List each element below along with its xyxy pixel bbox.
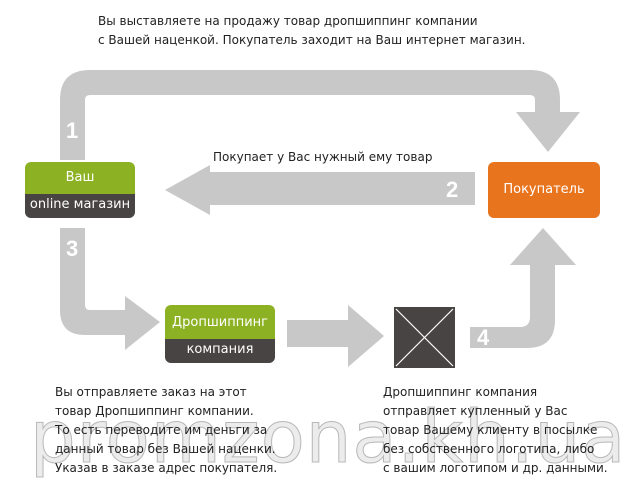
text-line: То есть переводите им деньги за: [55, 423, 268, 437]
text-line: с вашим логотипом и др. данными.: [383, 461, 608, 475]
buyer-box: Покупатель: [488, 162, 600, 218]
arrow-1: [60, 70, 580, 160]
text-line: товар Вашему клиенту в посылке: [383, 423, 598, 437]
top-line: Вы выставляете на продажу товар дропшипп…: [98, 14, 478, 28]
package-cross-icon: [394, 307, 455, 368]
dropship-box-top: Дропшиппинг: [165, 305, 275, 339]
arrow-3: [60, 228, 160, 350]
watermark: promzona.kh.ua: [29, 395, 627, 480]
text-line: Дропшиппинг компания: [383, 385, 538, 399]
step-number-4: 4: [477, 325, 490, 350]
step-number-2: 2: [446, 177, 459, 202]
text-line: Указав в заказе адрес покупателя.: [55, 461, 278, 475]
arrow2-label: Покупает у Вас нужный ему товар: [213, 150, 433, 164]
text-line: данный товар без Вашей наценки.: [55, 442, 276, 456]
arrow-2: [165, 165, 475, 215]
shop-box-top: Ваш: [25, 162, 135, 194]
bottom-left-description: Вы отправляете заказ на этот товар Дропш…: [55, 383, 277, 478]
arrow-dropship-to-package: [287, 305, 384, 367]
arrow-4: [470, 228, 576, 348]
top-description: Вы выставляете на продажу товар дропшипп…: [98, 12, 525, 50]
bottom-right-description: Дропшиппинг компания отправляет купленны…: [383, 383, 608, 478]
text-line: без собственного логотипа, либо: [383, 442, 595, 456]
step-number-1: 1: [66, 118, 79, 143]
step-number-3: 3: [66, 236, 79, 261]
text-line: товар Дропшиппинг компании.: [55, 404, 254, 418]
shop-box-bottom: online магазин: [25, 194, 135, 218]
dropship-box: Дропшиппинг компания: [165, 305, 275, 363]
top-line: с Вашей наценкой. Покупатель заходит на …: [98, 33, 526, 47]
dropship-box-bottom: компания: [165, 339, 275, 363]
shop-box: Ваш online магазин: [25, 162, 135, 218]
text-line: отправляет купленный у Вас: [383, 404, 568, 418]
text-line: Вы отправляете заказ на этот: [55, 385, 247, 399]
